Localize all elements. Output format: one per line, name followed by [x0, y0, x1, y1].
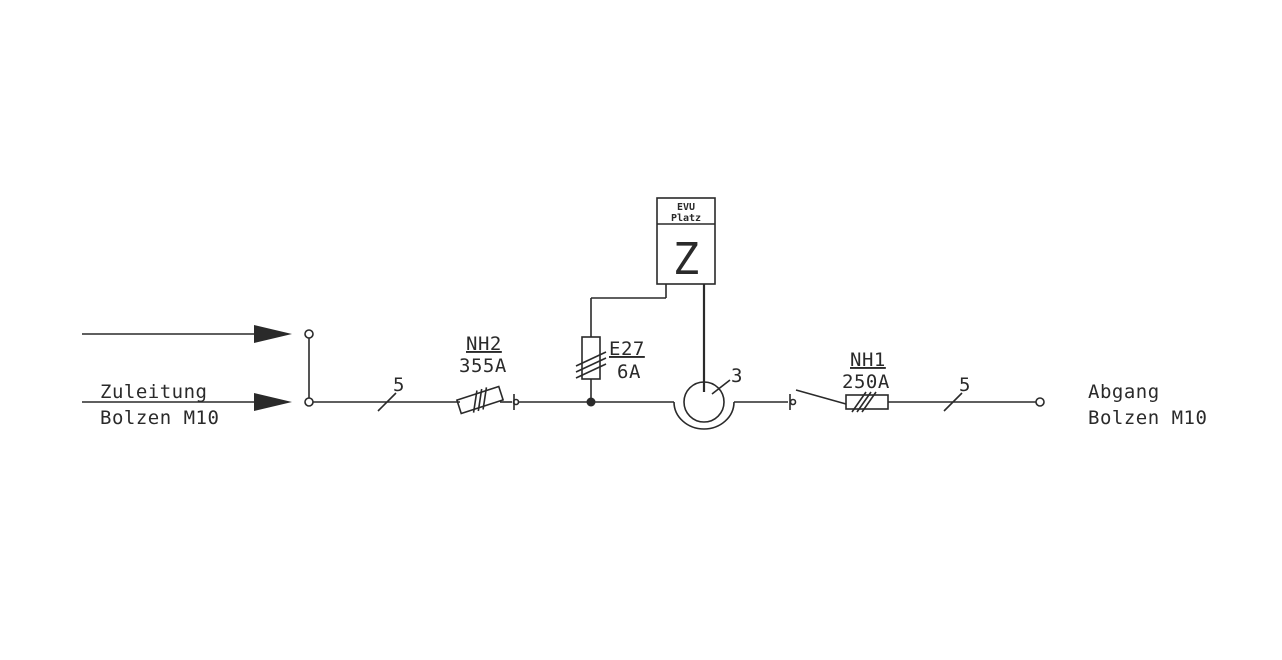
e27-branch: E27 6A	[575, 284, 667, 407]
wire-count-right: 5	[943, 374, 971, 412]
nh1-rating: 250A	[842, 371, 890, 393]
meter-symbol: Z	[673, 234, 700, 285]
meter-outline	[656, 197, 716, 285]
ct-number: 3	[731, 365, 743, 387]
upper-arrow-head	[254, 325, 292, 343]
lower-arrow-head	[254, 393, 292, 411]
wire-count-left-label: 5	[393, 374, 405, 396]
current-transformer: 3	[673, 365, 743, 430]
wire-count-right-label: 5	[959, 374, 971, 396]
lower-terminal	[304, 397, 314, 407]
e27-rating: 6A	[617, 361, 641, 383]
meter-header-line1: EVU	[677, 202, 695, 213]
incoming-arrows	[82, 325, 292, 411]
ct-loop	[673, 401, 735, 430]
output-bolt-label: Bolzen M10	[1088, 407, 1207, 429]
upper-terminal	[304, 329, 314, 339]
e27-name: E27	[609, 338, 645, 360]
nh2-fuse-body	[455, 385, 505, 415]
nh1-name: NH1	[850, 349, 886, 371]
meter-header-line2: Platz	[671, 213, 701, 224]
output-label: Abgang	[1088, 381, 1160, 403]
nh2-name: NH2	[466, 333, 502, 355]
input-terminals	[304, 329, 314, 407]
main-conductor	[313, 397, 1045, 407]
nh2-fuse: NH2 355A	[455, 333, 520, 415]
ct-ring	[683, 381, 725, 423]
nh2-rating: 355A	[459, 355, 507, 377]
nh1-fuse: NH1 250A	[789, 349, 890, 413]
e27-fuse-body	[581, 336, 601, 380]
wire-count-left: 5	[377, 374, 405, 412]
output-terminal	[1035, 397, 1045, 407]
supply-label: Zuleitung	[100, 381, 207, 403]
supply-bolt-label: Bolzen M10	[100, 407, 219, 429]
nh1-switch-blade	[795, 389, 847, 405]
nh1-fuse-body	[845, 394, 889, 410]
meter-box: EVU Platz Z	[656, 197, 716, 392]
